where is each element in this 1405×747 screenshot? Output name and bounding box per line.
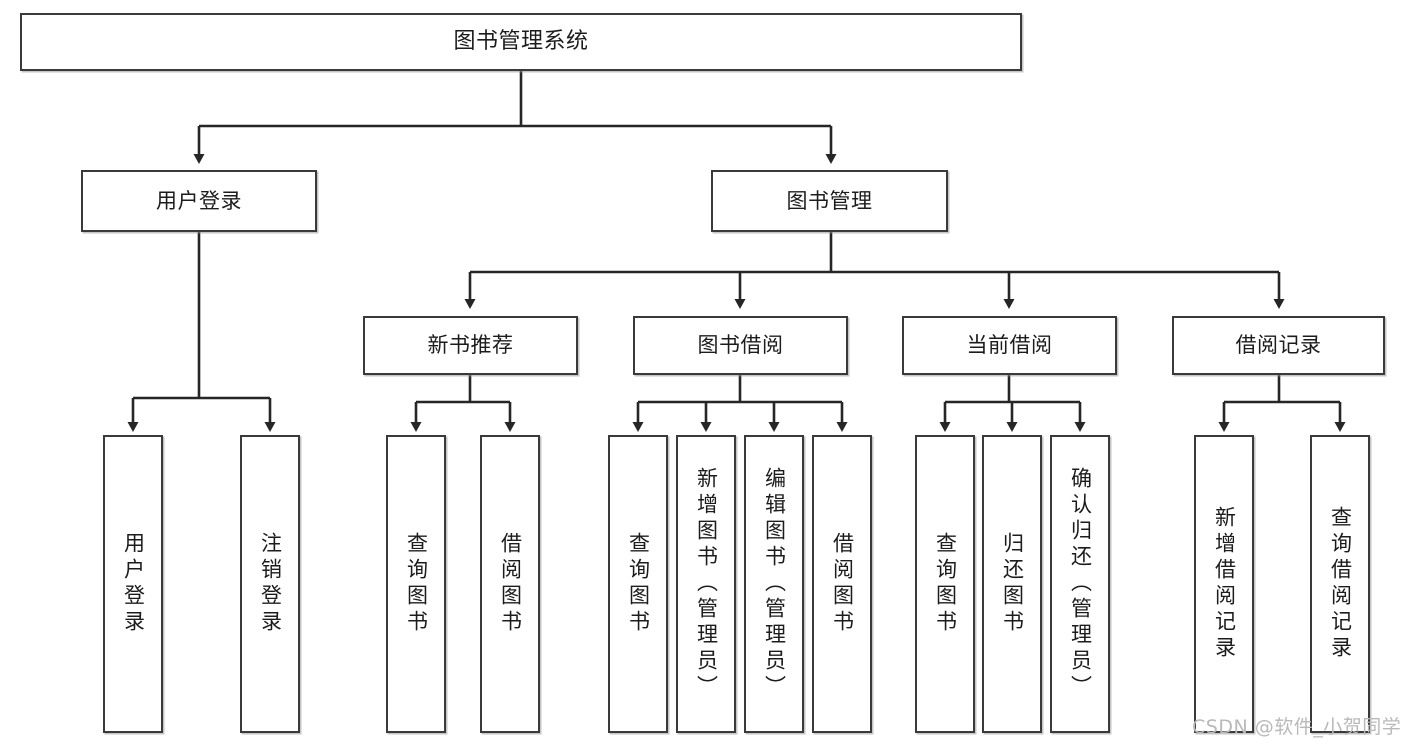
node-label: 借阅图书: [830, 532, 855, 636]
node-leaf-borrow-book[interactable]: 借阅图书: [812, 435, 872, 733]
node-leaf-edit-book-admin[interactable]: 编辑图书（管理员）: [744, 435, 804, 733]
node-label: 图书管理系统: [453, 29, 589, 55]
node-label: 编辑图书（管理员）: [762, 467, 787, 701]
node-label: 新增借阅记录: [1212, 506, 1237, 662]
node-label: 用户登录: [156, 188, 242, 213]
node-label: 用户登录: [121, 532, 146, 636]
node-leaf-confirm-return-admin[interactable]: 确认归还（管理员）: [1050, 435, 1110, 733]
node-leaf-return-book[interactable]: 归还图书: [982, 435, 1042, 733]
node-label: 新书推荐: [427, 333, 514, 358]
node-leaf-add-book-admin[interactable]: 新增图书（管理员）: [676, 435, 736, 733]
node-leaf-query-book-borrow[interactable]: 查询图书: [608, 435, 668, 733]
csdn-watermark: CSDN @软件_小贺同学: [1192, 716, 1402, 738]
node-label: 查询图书: [404, 532, 429, 636]
node-book-management[interactable]: 图书管理: [711, 170, 948, 232]
node-current-borrow[interactable]: 当前借阅: [902, 316, 1117, 375]
node-label: 查询借阅记录: [1328, 506, 1353, 662]
node-leaf-query-borrow-record[interactable]: 查询借阅记录: [1310, 435, 1370, 733]
node-label: 借阅图书: [498, 532, 523, 636]
node-label: 归还图书: [1000, 532, 1025, 636]
node-label: 查询图书: [933, 532, 958, 636]
node-leaf-logout[interactable]: 注销登录: [240, 435, 300, 733]
node-new-book-recommend[interactable]: 新书推荐: [363, 316, 578, 375]
node-label: 图书管理: [786, 188, 873, 213]
node-label: 查询图书: [626, 532, 651, 636]
node-book-borrow[interactable]: 图书借阅: [633, 316, 848, 375]
node-leaf-add-borrow-record[interactable]: 新增借阅记录: [1194, 435, 1254, 733]
node-borrow-record[interactable]: 借阅记录: [1172, 316, 1385, 375]
node-leaf-query-book-recommend[interactable]: 查询图书: [386, 435, 446, 733]
node-root-book-management-system[interactable]: 图书管理系统: [20, 13, 1022, 71]
node-label: 当前借阅: [966, 333, 1053, 358]
node-label: 确认归还（管理员）: [1068, 467, 1093, 701]
node-label: 注销登录: [258, 532, 283, 636]
node-user-login[interactable]: 用户登录: [81, 170, 317, 232]
node-label: 图书借阅: [697, 333, 784, 358]
node-leaf-user-login[interactable]: 用户登录: [103, 435, 163, 733]
node-leaf-borrow-book-recommend[interactable]: 借阅图书: [480, 435, 540, 733]
node-leaf-query-book-current[interactable]: 查询图书: [915, 435, 975, 733]
node-label: 借阅记录: [1235, 333, 1322, 358]
node-label: 新增图书（管理员）: [694, 467, 719, 701]
